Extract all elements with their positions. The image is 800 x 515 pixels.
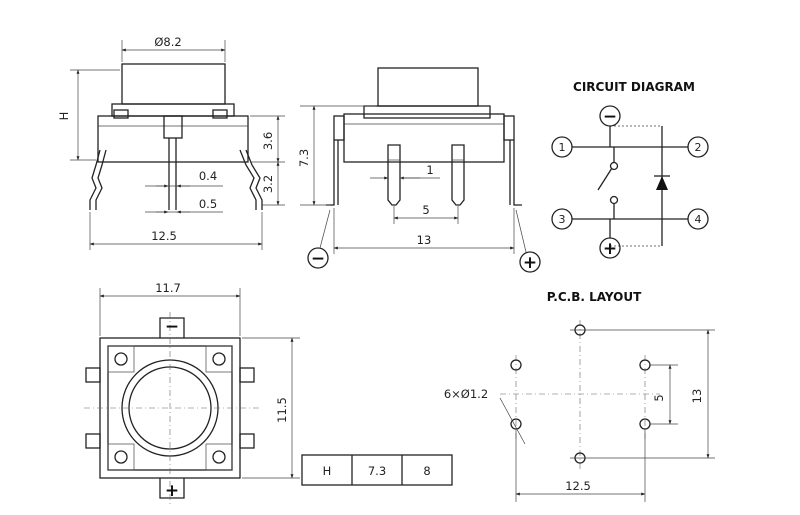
pin-2-marker (687, 136, 709, 158)
front-terminal-left (387, 144, 401, 206)
pcb-dim-5: 5 (652, 394, 666, 401)
dim-0-4: 0.4 (199, 169, 217, 183)
top-height-label: 11.5 (275, 397, 289, 423)
side-width-label: 12.5 (151, 229, 177, 243)
pcb-title: P.C.B. LAYOUT (547, 290, 642, 304)
dim-3-2: 3.2 (261, 175, 275, 193)
pcb-hole (510, 359, 522, 371)
height-h-label: H (57, 112, 71, 121)
circuit-plus-symbol: + (603, 239, 617, 259)
front-width-label: 13 (417, 233, 432, 247)
front-minus-marker (307, 247, 329, 269)
dimension-table: H 7.3 8 (301, 454, 453, 486)
pin-1-marker (551, 136, 573, 158)
table-cell-8: 8 (423, 464, 430, 478)
front-terminal-right (451, 144, 465, 206)
pin-2-label: 2 (695, 141, 702, 154)
front-plus-symbol: + (523, 253, 537, 273)
pcb-dim-12-5: 12.5 (565, 479, 591, 493)
holes-label: 6×Ø1.2 (444, 387, 488, 401)
pin-4-marker (687, 208, 709, 230)
front-plus-marker (519, 251, 541, 273)
table-cell-7-3: 7.3 (368, 464, 386, 478)
pin-3-label: 3 (559, 213, 566, 226)
circuit-title: CIRCUIT DIAGRAM (573, 80, 695, 94)
front-height-label: 7.3 (297, 149, 311, 167)
top-view: 11.7 11.5 − + (84, 281, 300, 506)
side-body (97, 115, 249, 163)
spacing-label: 5 (422, 203, 429, 217)
pin-3-marker (551, 208, 573, 230)
pcb-hole (510, 418, 522, 430)
circuit-diagram: CIRCUIT DIAGRAM 1 2 3 4 − + (551, 80, 709, 259)
pitch-label: 1 (426, 163, 433, 177)
top-plus-symbol: + (165, 481, 179, 501)
circuit-plus-marker (599, 237, 621, 259)
diameter-label: Ø8.2 (154, 35, 181, 49)
pcb-layout: P.C.B. LAYOUT 6×Ø1.2 5 13 12.5 (444, 290, 715, 502)
front-body (343, 113, 505, 163)
circuit-minus-marker (599, 105, 621, 127)
pcb-dim-13: 13 (690, 389, 704, 404)
table-cell-h: H (323, 464, 332, 478)
circuit-minus-symbol: − (603, 107, 617, 127)
side-cap (121, 63, 226, 105)
side-view: Ø8.2 H 3.6 3.2 0.4 0.5 12.5 (57, 35, 285, 250)
front-minus-symbol: − (311, 249, 325, 269)
front-cap (377, 67, 479, 107)
pin-1-label: 1 (559, 141, 566, 154)
top-minus-symbol: − (165, 317, 179, 337)
dim-3-6: 3.6 (261, 132, 275, 150)
pin-4-label: 4 (695, 213, 702, 226)
front-view: 7.3 1 5 13 − + (297, 67, 541, 273)
top-width-label: 11.7 (155, 281, 181, 295)
dim-0-5: 0.5 (199, 197, 217, 211)
